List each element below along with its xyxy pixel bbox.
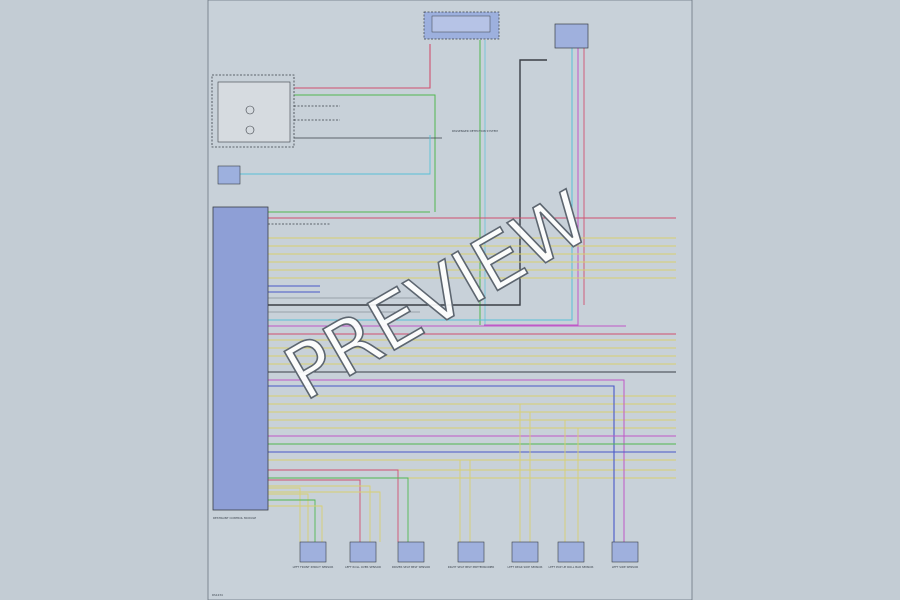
fuse-box <box>423 11 500 40</box>
wire-cyan-sensor <box>268 48 573 321</box>
wire-connector-drop <box>268 427 579 542</box>
connector-body <box>511 541 539 563</box>
wire-connector-drop <box>268 419 566 542</box>
wire-harness <box>240 40 676 542</box>
connector-body <box>397 541 425 563</box>
module-label: RESTRAINT CONTROL MODULE <box>213 516 256 520</box>
connector-label: RIGHT SEAT BELT PRETENSIONER <box>448 565 495 569</box>
connector-label: LEFT SIDE SENSOR <box>612 565 639 569</box>
wire-connector-drop <box>268 491 381 542</box>
wire-green-feed <box>294 94 436 212</box>
wire-connector-drop <box>268 479 361 542</box>
wire-cyan-diag <box>240 135 431 175</box>
wire-magenta-drop <box>268 379 625 542</box>
connector-body <box>611 541 639 563</box>
connector-body <box>457 541 485 563</box>
restraint-control-module <box>212 206 269 511</box>
wire-connector-drop <box>268 485 371 542</box>
wire-connector-drop <box>268 487 301 542</box>
diagnostic-connector <box>217 165 241 185</box>
passenger-detection-label: PASSENGER DETECTION SYSTEM <box>452 129 498 133</box>
connector-label: LEFT ROLL OVER SENSOR <box>345 565 381 569</box>
wire-connector-drop <box>268 493 309 542</box>
connector-label: LEFT POP UP ROLL BAR SENSOR <box>549 565 594 569</box>
wire-magenta-sensor <box>484 48 579 326</box>
occupant-sensor <box>554 23 589 49</box>
connector-label: LEFT FRONT IMPACT SENSOR <box>293 565 334 569</box>
wire-connector-drop <box>268 459 471 542</box>
wire-connector-drop <box>268 505 323 542</box>
wire-connector-drop <box>268 499 316 542</box>
connector-body <box>299 541 327 563</box>
sheet-code: RS1234 <box>212 593 223 597</box>
connector-body <box>349 541 377 563</box>
wire-connector-drop <box>268 477 409 542</box>
switch-block <box>211 74 295 148</box>
wire-connector-drop <box>268 411 531 542</box>
wire-black-ground <box>268 59 547 306</box>
wire-connector-drop <box>268 403 521 542</box>
wire-connector-drop <box>268 469 399 542</box>
connector-body <box>557 541 585 563</box>
connector-label: LEFT REAR SIDE SENSOR <box>508 565 543 569</box>
connector-row: LEFT FRONT IMPACT SENSOR LEFT ROLL OVER S… <box>293 541 639 569</box>
wire-red-feed <box>294 44 431 89</box>
connector-label: DRIVER SEAT BELT SENSOR <box>392 565 430 569</box>
wire-blue-drop <box>268 385 615 542</box>
